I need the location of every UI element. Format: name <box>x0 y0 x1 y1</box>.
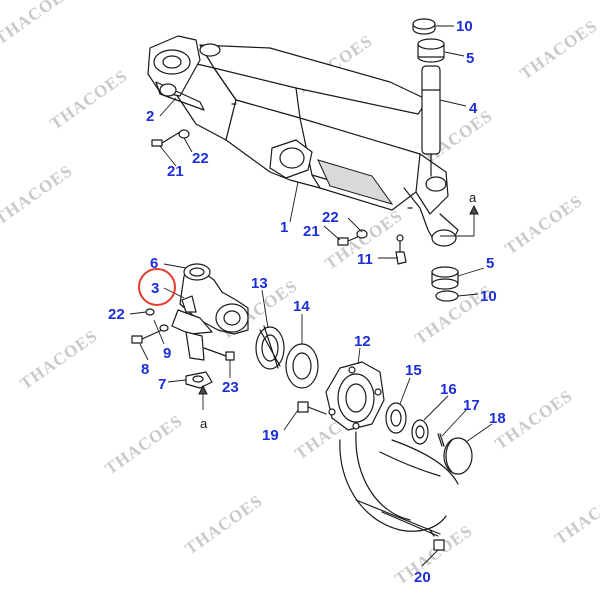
reference-letter-a-top: a <box>469 190 477 205</box>
arm-part-7 <box>185 371 213 389</box>
pin-part-4 <box>421 65 441 177</box>
bolt-part-23 <box>203 347 235 361</box>
cap-part-10-top <box>412 18 436 35</box>
callout-17: 17 <box>463 397 480 414</box>
steering-knuckle-part-3 <box>171 269 249 361</box>
nut-part-20 <box>429 529 445 551</box>
callout-5-top: 5 <box>466 50 474 67</box>
wheel-hub-part-12 <box>325 361 385 431</box>
callout-4: 4 <box>469 100 478 117</box>
callout-10-bottom: 10 <box>480 288 497 305</box>
axle-housing <box>147 35 459 247</box>
callout-19: 19 <box>262 427 279 444</box>
bolt-part-8 <box>131 308 169 344</box>
cotter-pin-part-17 <box>437 433 445 447</box>
watermark: THACOES <box>46 66 131 133</box>
callout-11: 11 <box>357 251 373 268</box>
callout-15: 15 <box>405 362 422 379</box>
callout-20: 20 <box>414 569 431 586</box>
grease-fitting-part-11 <box>395 234 407 265</box>
callout-9: 9 <box>163 345 171 362</box>
callout-12: 12 <box>354 333 371 350</box>
bushing-part-5-top <box>417 38 445 63</box>
watermark: THACOES <box>0 161 76 228</box>
callout-18: 18 <box>489 410 506 427</box>
reference-arrow-a-bottom <box>198 384 208 410</box>
callout-2: 2 <box>146 108 154 125</box>
watermark: THACOES <box>516 16 600 83</box>
callout-21-top: 21 <box>167 163 184 180</box>
wheel-rim-outline <box>339 431 459 537</box>
watermark: THACOES <box>101 411 186 478</box>
seal-part-6 <box>183 263 211 281</box>
watermark: THACOES <box>501 191 586 258</box>
callout-16: 16 <box>440 381 457 398</box>
callout-13: 13 <box>251 275 268 292</box>
reference-arrow-a-top <box>440 204 479 237</box>
watermark: THACOES <box>16 326 101 393</box>
callout-14: 14 <box>293 298 310 315</box>
bearing-part-13 <box>255 325 285 370</box>
callout-23: 23 <box>222 379 239 396</box>
bearing-part-15 <box>385 402 407 434</box>
watermark: THACOES <box>181 491 266 558</box>
callout-1: 1 <box>280 219 288 236</box>
watermark: THACOES <box>0 0 76 48</box>
nut-part-16 <box>411 419 429 445</box>
callout-22-left: 22 <box>108 306 125 323</box>
callout-8: 8 <box>141 361 149 378</box>
callout-22-top: 22 <box>192 150 209 167</box>
highlight-circle <box>138 268 176 306</box>
callout-3: 3 <box>151 280 159 297</box>
hub-cap-part-18 <box>443 437 473 475</box>
watermark: THACOES <box>551 481 600 548</box>
bearing-part-14 <box>285 343 319 389</box>
callout-5-bottom: 5 <box>486 255 494 272</box>
bolt-part-21-right <box>337 229 368 246</box>
bushing-part-5-bottom <box>431 266 459 290</box>
reference-letter-a-bottom: a <box>200 416 208 431</box>
callout-22-right: 22 <box>322 209 339 226</box>
callout-7: 7 <box>158 376 166 393</box>
callout-10-top: 10 <box>456 18 473 35</box>
leader-lines <box>129 25 493 567</box>
callout-labels: 10 5 4 2 22 21 1 22 21 11 5 10 6 3 22 9 … <box>108 18 506 586</box>
cap-part-10-bottom <box>435 290 459 302</box>
bolt-part-21-top <box>151 129 190 147</box>
callout-6: 6 <box>150 255 158 272</box>
callout-21-right: 21 <box>303 223 320 240</box>
stud-part-19 <box>297 401 327 415</box>
